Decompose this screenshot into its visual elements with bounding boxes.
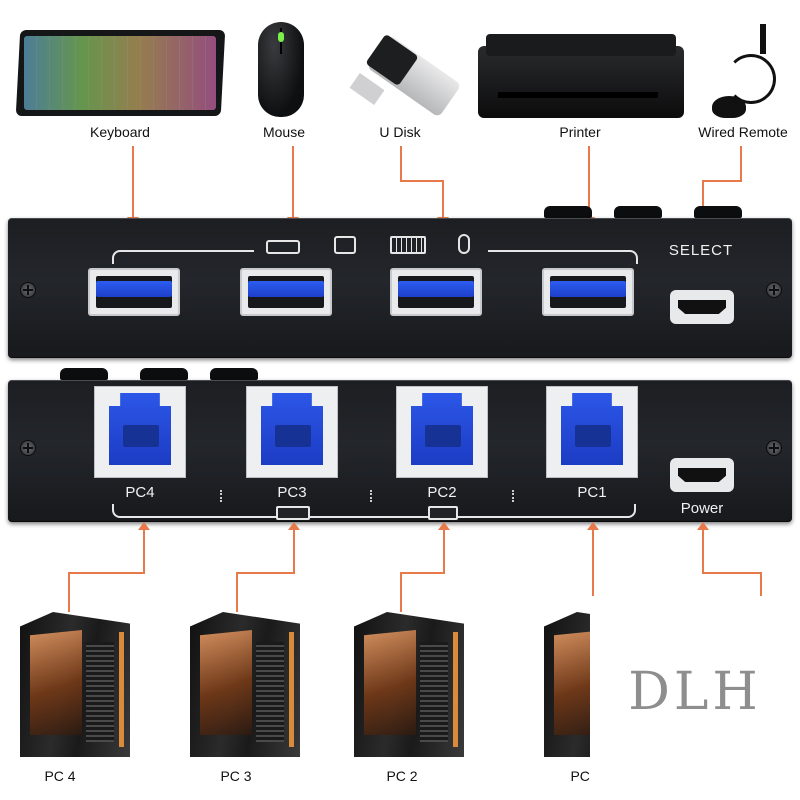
printer-label: Printer xyxy=(559,124,601,140)
port-label-pc1: PC1 xyxy=(577,484,607,501)
screw-icon xyxy=(20,282,36,298)
computer-tower-pc3 xyxy=(190,612,300,757)
wired-remote-label: Wired Remote xyxy=(698,124,788,140)
switch-front-panel: SELECT xyxy=(8,218,792,358)
watermark-text: DLH xyxy=(628,662,762,722)
udisk-label: U Disk xyxy=(379,124,421,140)
switch-rear-panel: PC4 PC3 PC2 PC1 Power xyxy=(8,380,792,522)
watermark-box xyxy=(590,596,800,800)
usb-port-mouse[interactable] xyxy=(240,268,332,316)
computer-label-pc3: PC 3 xyxy=(220,768,252,784)
computer-icon xyxy=(428,506,458,520)
usb-b-port-pc1[interactable] xyxy=(546,386,638,478)
screw-icon xyxy=(766,282,782,298)
usb-port-keyboard[interactable] xyxy=(88,268,180,316)
bottom-button-2[interactable] xyxy=(140,368,188,380)
screw-icon xyxy=(20,440,36,456)
udisk-icon xyxy=(266,240,300,254)
wired-remote-image xyxy=(712,24,776,118)
port-group-line xyxy=(488,250,638,264)
usb-b-port-pc4[interactable] xyxy=(94,386,186,478)
keyboard-label: Keyboard xyxy=(90,124,150,140)
port-label-pc3: PC3 xyxy=(277,484,307,501)
select-label: SELECT xyxy=(668,242,734,259)
computer-label-pc2: PC 2 xyxy=(386,768,418,784)
remote-port[interactable] xyxy=(670,290,734,324)
bottom-button-1[interactable] xyxy=(60,368,108,380)
top-button-3[interactable] xyxy=(694,206,742,218)
power-port[interactable] xyxy=(670,458,734,492)
mouse-image xyxy=(258,22,304,117)
usb-b-port-pc3[interactable] xyxy=(246,386,338,478)
top-button-1[interactable] xyxy=(544,206,592,218)
port-group-line xyxy=(112,504,636,518)
separator-dots xyxy=(220,490,224,502)
computer-icon xyxy=(276,506,310,520)
port-label-pc4: PC4 xyxy=(125,484,155,501)
udisk-image xyxy=(349,32,462,118)
usb-port-udisk[interactable] xyxy=(390,268,482,316)
screw-icon xyxy=(766,440,782,456)
computer-tower-pc4 xyxy=(20,612,130,757)
keyboard-image xyxy=(15,30,226,116)
usb-b-port-pc2[interactable] xyxy=(396,386,488,478)
bottom-button-3[interactable] xyxy=(210,368,258,380)
separator-dots xyxy=(512,490,516,502)
computer-tower-pc2 xyxy=(354,612,464,757)
port-label-pc2: PC2 xyxy=(427,484,457,501)
port-group-line xyxy=(112,250,254,264)
printer-image xyxy=(478,30,684,118)
mouse-label: Mouse xyxy=(262,124,306,140)
power-label: Power xyxy=(680,500,724,517)
printer-icon xyxy=(334,236,356,254)
computer-label-pc4: PC 4 xyxy=(44,768,76,784)
separator-dots xyxy=(370,490,374,502)
top-button-2[interactable] xyxy=(614,206,662,218)
usb-port-printer[interactable] xyxy=(542,268,634,316)
mouse-icon xyxy=(458,234,470,254)
keyboard-icon xyxy=(390,236,426,254)
